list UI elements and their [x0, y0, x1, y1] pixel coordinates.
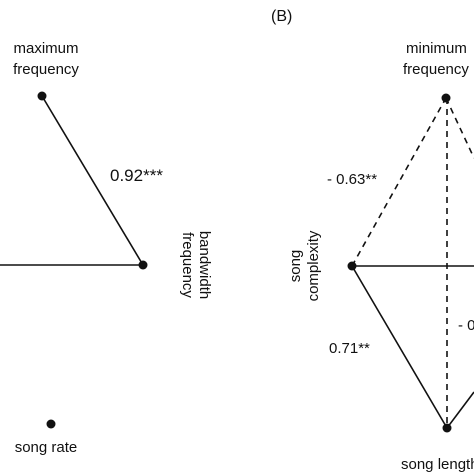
song-length-label: song length	[401, 456, 474, 473]
frequency-bandwidth-label-line1: frequency	[179, 232, 196, 298]
edge-label-complexity-length: 0.71**	[329, 340, 370, 357]
edge-complexity-to-song-length	[351, 265, 448, 429]
node-frequency-bandwidth	[138, 260, 148, 270]
edge-label-max-bandwidth: 0.92***	[110, 166, 163, 185]
edge-max-frequency-to-bandwidth	[41, 95, 144, 266]
maximum-frequency-label-line2: frequency	[13, 61, 79, 78]
song-rate-label: song rate	[15, 439, 78, 456]
node-song-length	[442, 423, 452, 433]
node-song-rate	[46, 419, 56, 429]
minimum-frequency-label-line1: minimum	[406, 40, 467, 57]
node-maximum-frequency	[37, 91, 47, 101]
node-minimum-frequency	[441, 93, 451, 103]
song-complexity-label-line2: complexity	[305, 230, 322, 301]
panel-b-label: (B)	[271, 8, 292, 25]
maximum-frequency-label-line1: maximum	[13, 40, 78, 57]
node-song-complexity	[347, 261, 357, 271]
edge-min-frequency-right-dashed	[445, 97, 474, 159]
edge-label-right-vertical: - 0	[458, 317, 474, 334]
minimum-frequency-label-line2: frequency	[403, 61, 469, 78]
edge-song-length-right-solid	[446, 391, 474, 429]
edge-label-complexity-min: - 0.63**	[327, 171, 377, 188]
song-complexity-label-line1: song	[287, 250, 304, 283]
frequency-bandwidth-label-line2: bandwidth	[196, 231, 213, 299]
